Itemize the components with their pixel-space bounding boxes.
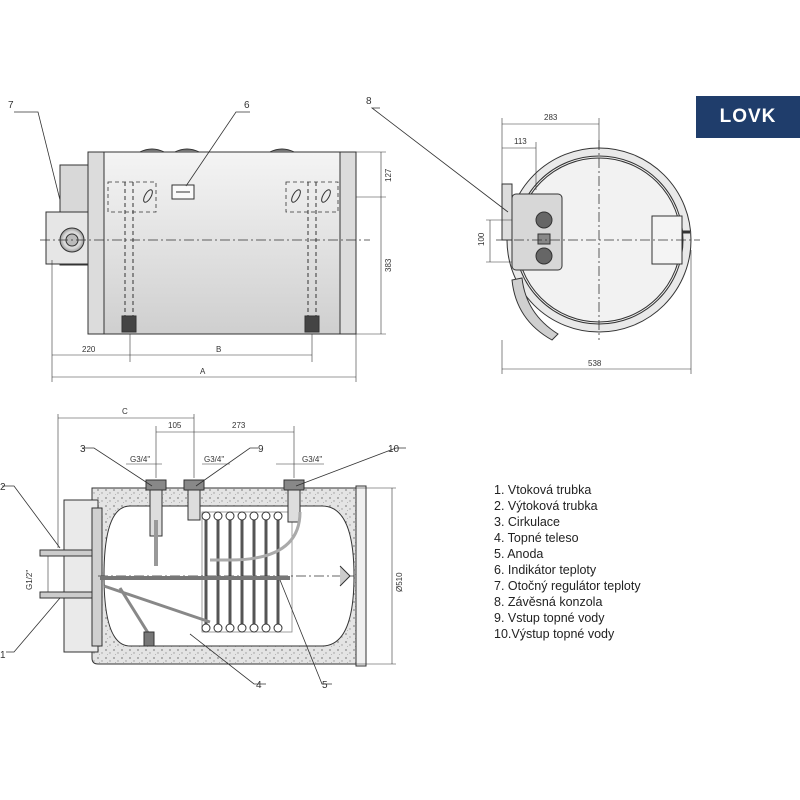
legend-item: 6. Indikátor teploty: [494, 563, 597, 577]
callout-2: 2: [0, 482, 6, 493]
legend-item: 5. Anoda: [494, 547, 544, 561]
callout-8: 8: [366, 96, 372, 107]
callout-10: 10: [388, 444, 400, 455]
callout-4: 4: [256, 680, 262, 691]
dimension-a: A: [200, 367, 206, 376]
thread-label-g34-3: G3/4": [302, 455, 322, 464]
model-badge-text: LOVK: [719, 106, 777, 127]
callout-6: 6: [244, 100, 250, 111]
dimension-113: 113: [514, 137, 527, 146]
callout-1: 1: [0, 650, 6, 661]
dimension-273: 273: [232, 421, 246, 430]
legend-item: 8. Závěsná konzola: [494, 595, 603, 609]
dimension-383: 383: [384, 258, 393, 272]
dimension-diameter-510: Ø510: [395, 572, 404, 592]
thread-label-g34-1: G3/4": [130, 455, 150, 464]
callout-7: 7: [8, 100, 14, 111]
model-badge: LOVK: [696, 96, 800, 138]
legend-item: 4. Topné teleso: [494, 531, 579, 545]
dimension-127: 127: [384, 168, 393, 182]
tank-body: [87, 151, 357, 335]
legend-item: 1. Vtoková trubka: [494, 483, 592, 497]
callout-3: 3: [80, 444, 86, 455]
side-view: [370, 107, 700, 374]
thread-label-g34-2: G3/4": [204, 455, 224, 464]
callout-5: 5: [322, 680, 328, 691]
section-view: [2, 414, 406, 685]
legend-item: 2. Výtoková trubka: [494, 499, 598, 513]
callout-9: 9: [258, 444, 264, 455]
dimension-283: 283: [544, 113, 558, 122]
heating-coil: [201, 511, 293, 633]
front-view: [14, 111, 386, 382]
dimension-100: 100: [477, 232, 486, 246]
dimension-105: 105: [168, 421, 182, 430]
dimension-c: C: [122, 407, 128, 416]
legend-item: 3. Cirkulace: [494, 515, 560, 529]
dimension-220: 220: [82, 345, 96, 354]
legend-item: 7. Otočný regulátor teploty: [494, 579, 641, 593]
wall-bracket: [501, 183, 513, 241]
thread-label-g12: G1/2": [25, 570, 34, 590]
legend-item: 9. Vstup topné vody: [494, 611, 605, 625]
dimension-538: 538: [588, 359, 602, 368]
legend-item: 10.Výstup topné vody: [494, 627, 615, 641]
dimension-b: B: [216, 345, 221, 354]
parts-legend: 1. Vtoková trubka 2. Výtoková trubka 3. …: [494, 482, 641, 642]
